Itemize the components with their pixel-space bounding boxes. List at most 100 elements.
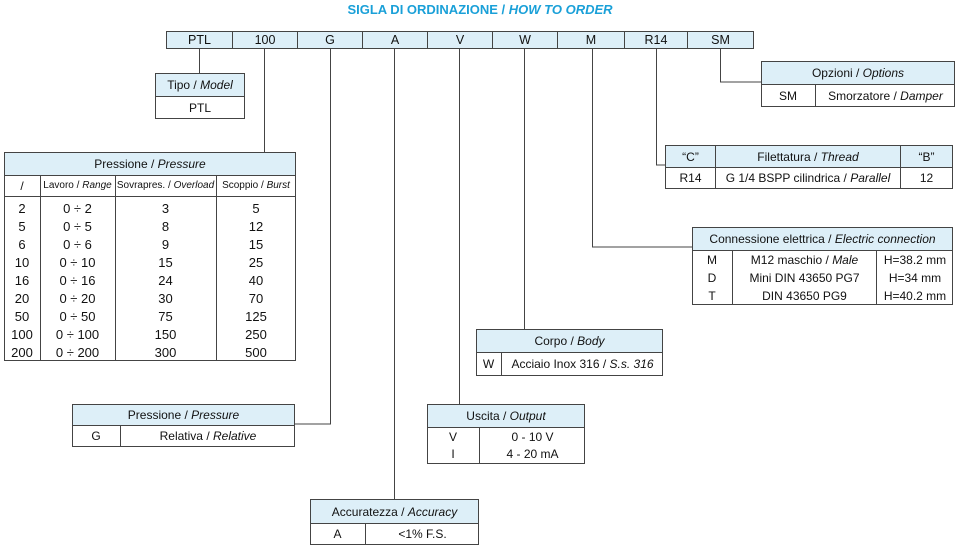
pressure-range-cell-overload: 8 [161,218,170,234]
col-header-burst: Scoppio / Burst [222,180,290,191]
col-header-range-en: Range [82,180,112,191]
output-header-en: Output [509,409,546,423]
output-value-v: 0 - 10 V [511,430,554,444]
connection-code-d: D [707,270,717,285]
connection-desc-m-en: Male [832,252,859,267]
col-header-overload-it: Sovrapres. [116,180,166,191]
options-code: SM [779,88,797,103]
output-header-it: Uscita [466,409,500,423]
pressure-range-col-sep-3 [216,175,217,361]
options-value-en: Damper [900,88,943,103]
code-ptl: PTL [166,31,233,49]
pressure-range-col-sep-2 [115,175,116,361]
model-header: Tipo / Model [155,73,245,97]
options-header: Opzioni / Options [761,61,955,85]
pressure-type-header-en: Pressure [191,408,240,422]
pressure-range-cell-range: 0 ÷ 10 [59,254,96,270]
col-header-overload-en: Overload [173,180,215,191]
output-col-sep [479,427,480,464]
code-100: 100 [232,31,298,49]
pressure-type-header: Pressione / Pressure [72,404,295,426]
options-header-it: Opzioni [811,66,853,80]
body-header-en: Body [577,334,605,348]
pressure-range-cell-nominal: 16 [14,272,30,288]
pressure-range-cell-nominal: 6 [18,236,26,252]
pressure-type-value-en: Relative [213,429,257,443]
col-header-burst-it: Scoppio [222,180,259,191]
pressure-type-col-sep [120,425,121,447]
body-value: Acciaio Inox 316 / S.s. 316 [511,357,654,371]
code-a: A [362,31,428,49]
connection-code-m: M [707,252,717,267]
connection-desc-d: Mini DIN 43650 PG7 [749,270,860,285]
code-m: M [557,31,625,49]
pressure-range-cell-range: 0 ÷ 2 [63,200,92,216]
thread-value-en: Parallel [850,171,891,185]
pressure-range-cell-nominal: 10 [14,254,30,270]
accuracy-body [310,523,479,545]
thread-value: G 1/4 BSPP cilindrica / Parallel [715,167,901,189]
pressure-range-header-it: Pressione [94,157,148,171]
body-body [476,352,663,376]
connector-m [592,48,692,248]
pressure-range-cell-burst: 70 [248,290,264,306]
col-header-slash: / [20,179,24,193]
connection-dim-m: H=38.2 mm [883,252,947,267]
title-separator: / [497,2,509,17]
pressure-range-cell-overload: 30 [158,290,173,306]
pressure-range-cell-nominal: 100 [11,326,33,342]
thread-header: Filettatura / Thread [715,145,901,168]
pressure-range-cell-overload: 150 [154,326,177,342]
pressure-range-cell-burst: 12 [248,218,264,234]
pressure-range-cell-burst: 15 [248,236,264,252]
output-code-i: I [451,447,455,461]
output-value-i: 4 - 20 mA [506,447,559,461]
thread-value-it: G 1/4 BSPP cilindrica [725,171,841,185]
accuracy-code: A [333,527,342,541]
options-header-en: Options [862,66,905,80]
model-value: PTL [155,96,245,119]
body-col-sep [501,352,502,376]
connection-desc-m-it: M12 maschio [750,252,823,267]
body-header: Corpo / Body [476,329,663,353]
col-header-range-it: Lavoro [43,180,74,191]
pressure-range-cell-burst: 500 [245,344,267,360]
pressure-range-cell-range: 0 ÷ 6 [63,236,92,252]
pressure-range-cell-range: 0 ÷ 20 [59,290,96,306]
connector-r14 [656,48,665,166]
pressure-range-cell-overload: 3 [161,200,170,216]
connection-header: Connessione elettrica / Electric connect… [692,227,953,251]
pressure-type-value-it: Relativa [159,429,203,443]
page-title: SIGLA DI ORDINAZIONE / HOW TO ORDER [0,2,960,17]
connection-dim-d: H=34 mm [888,270,942,285]
connector-sm [720,48,761,83]
pressure-range-cell-nominal: 200 [11,344,33,360]
connection-desc-t: DIN 43650 PG9 [762,288,847,303]
accuracy-header: Accuratezza / Accuracy [310,499,479,524]
pressure-range-cell-overload: 300 [154,344,177,360]
pressure-range-body [4,175,296,361]
code-sm: SM [687,31,754,49]
connection-code-t: T [708,288,716,303]
pressure-range-header-en: Pressure [157,157,206,171]
code-v: V [427,31,493,49]
body-header-it: Corpo [534,334,568,348]
connection-col-sep-1 [732,250,733,305]
pressure-range-header: Pressione / Pressure [4,152,296,176]
col-header-range: Lavoro / Range [43,180,112,191]
accuracy-col-sep [365,523,366,545]
pressure-range-cell-overload: 15 [158,254,173,270]
options-value: Smorzatore / Damper [828,88,943,103]
connection-col-sep-2 [876,250,877,305]
pressure-range-cell-overload: 9 [161,236,170,252]
connection-header-it: Connessione elettrica [709,232,825,246]
pressure-range-cell-burst: 250 [245,326,267,342]
pressure-type-body [72,425,295,447]
pressure-range-cell-range: 0 ÷ 200 [55,344,100,360]
code-g: G [297,31,363,49]
pressure-range-cell-range: 0 ÷ 100 [55,326,100,342]
pressure-type-code: G [91,429,101,443]
options-value-it: Smorzatore [828,88,891,103]
output-body [427,427,585,464]
